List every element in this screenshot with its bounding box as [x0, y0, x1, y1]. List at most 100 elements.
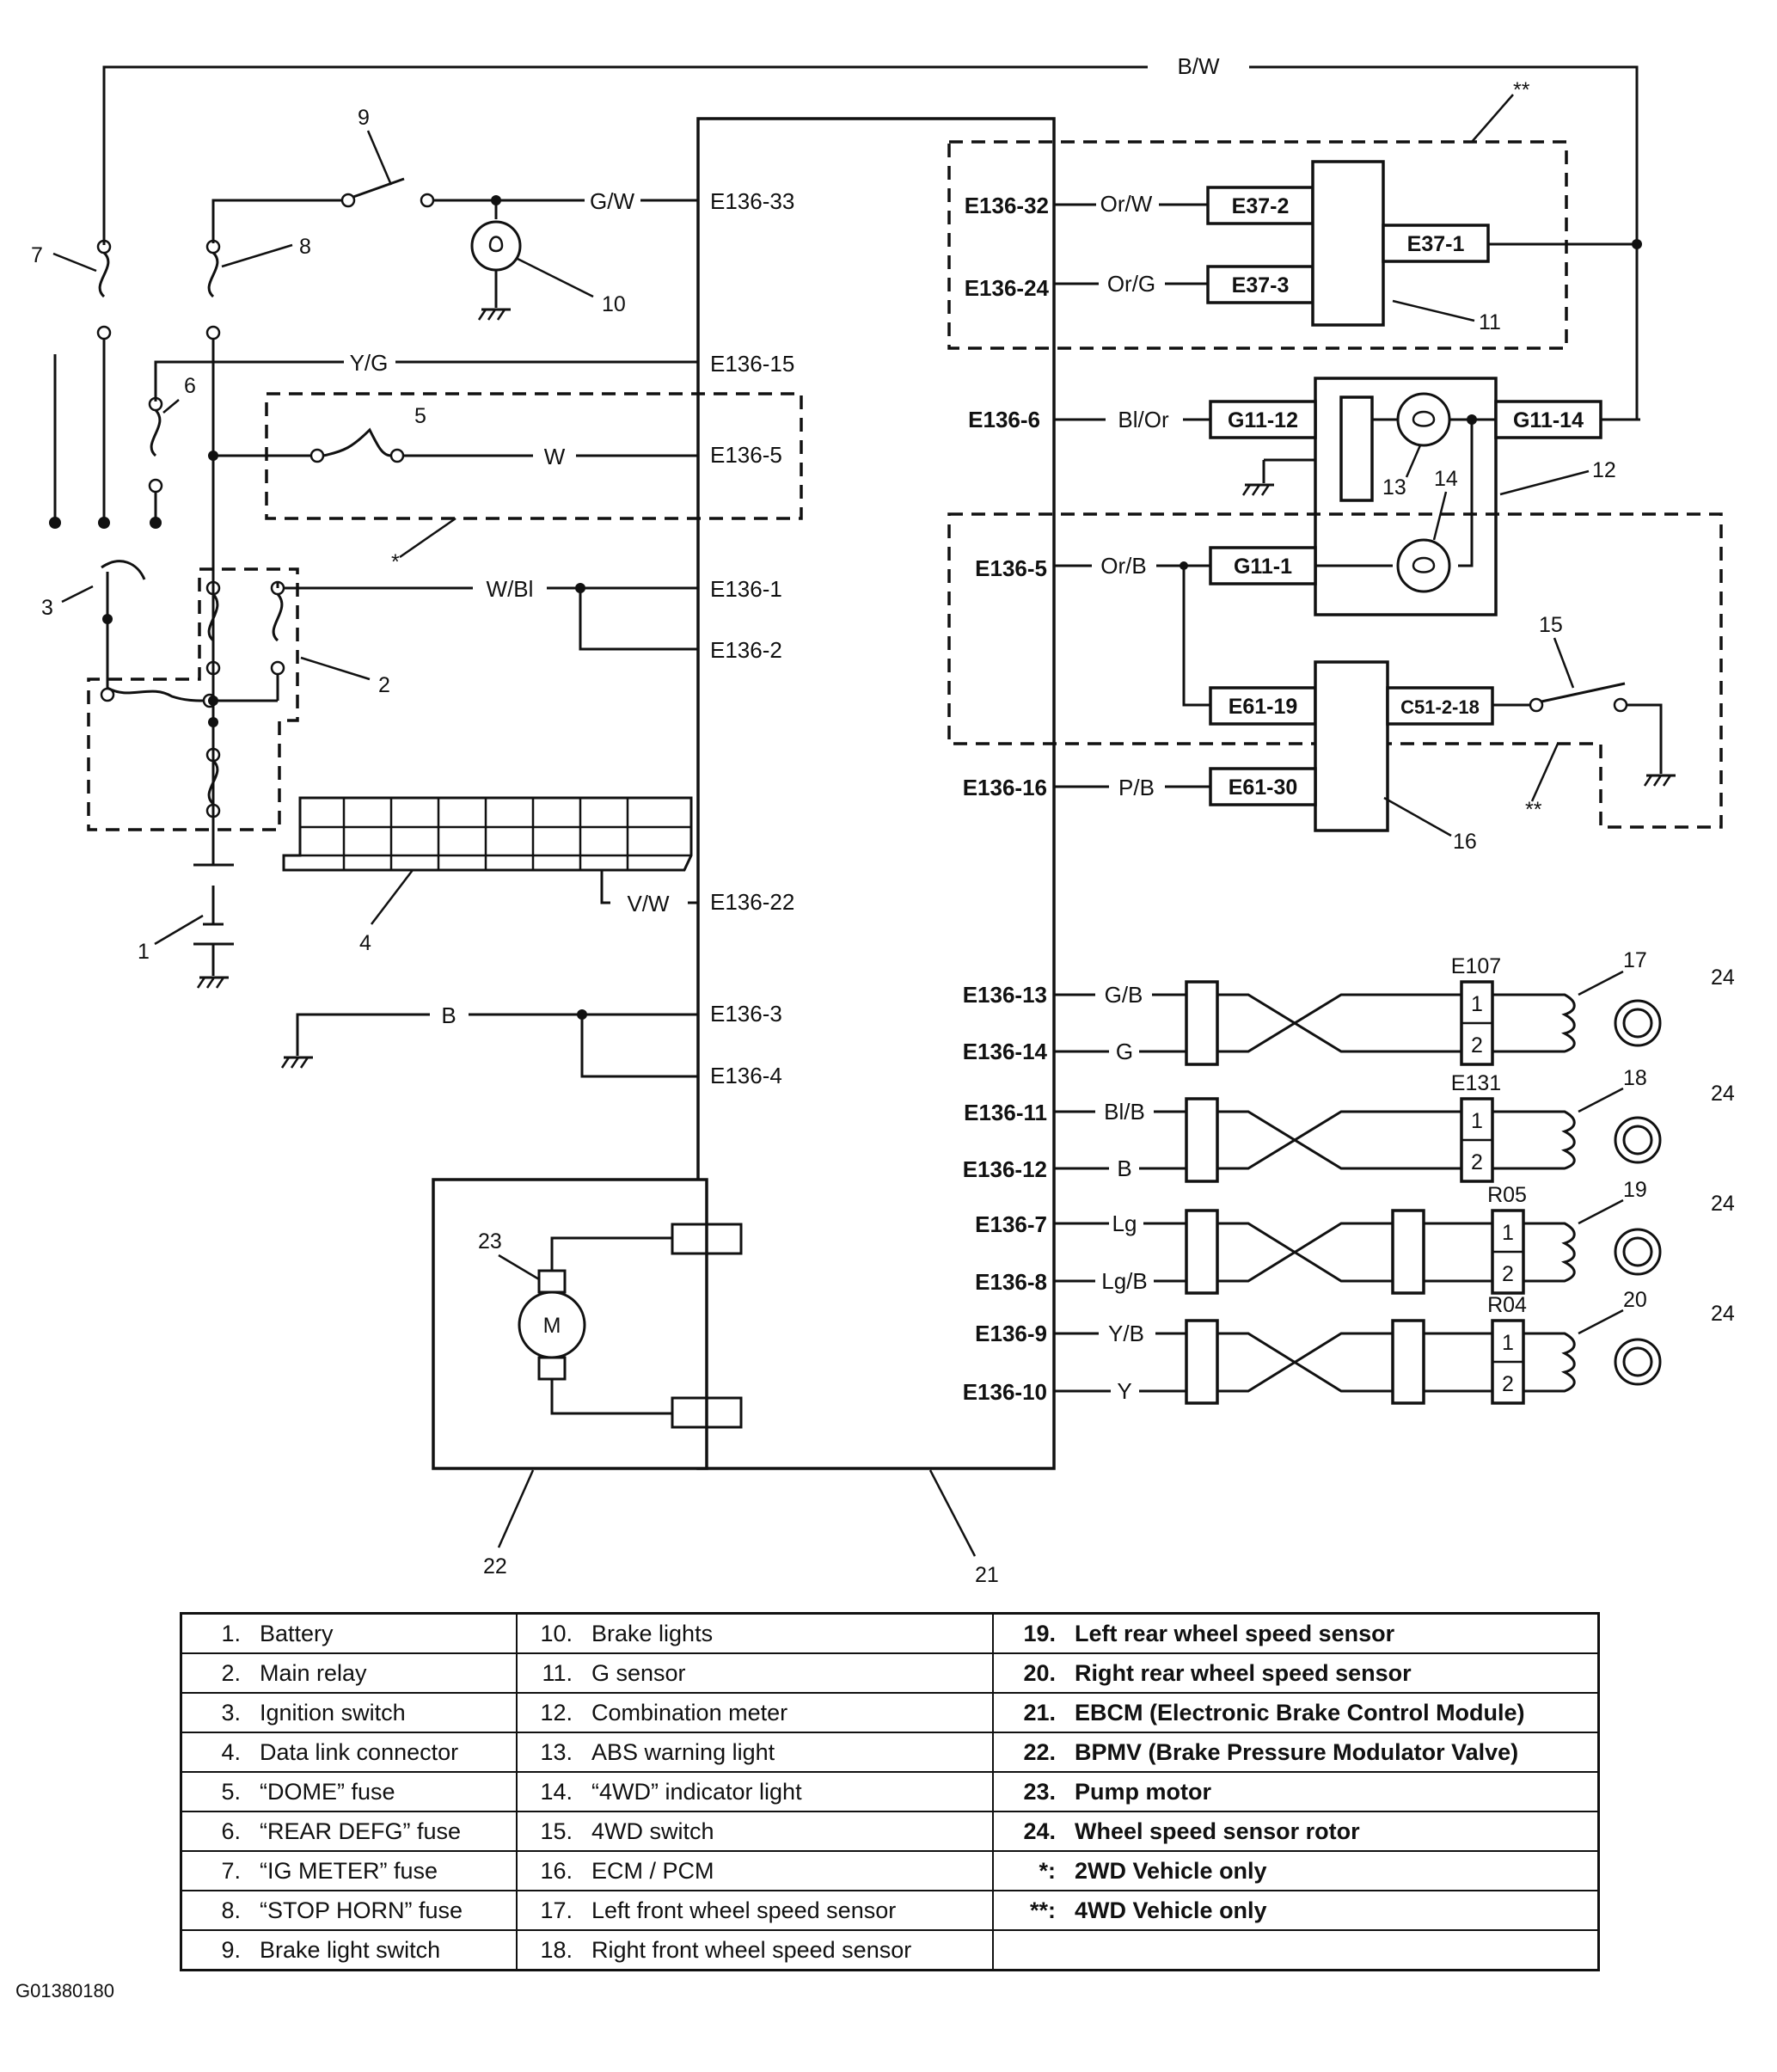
- svg-text:24: 24: [1711, 1082, 1735, 1106]
- legend-cell: 13.ABS warning light: [516, 1732, 994, 1773]
- legend-text: Data link connector: [260, 1738, 459, 1765]
- legend-number: 24.: [1023, 1818, 1056, 1844]
- yb-label: Y/B: [1108, 1321, 1144, 1346]
- legend-text: “STOP HORN” fuse: [260, 1897, 463, 1923]
- svg-text:21: 21: [975, 1563, 999, 1587]
- wheel-sensor-lf: G/B G 1 2 E107: [1054, 954, 1662, 1066]
- w-label: W: [544, 444, 566, 469]
- svg-text:13: 13: [1382, 475, 1406, 500]
- legend-cell: 12.Combination meter: [516, 1692, 994, 1733]
- orb-label: Or/B: [1100, 553, 1146, 579]
- svg-text:3: 3: [41, 596, 53, 620]
- legend-text: Left rear wheel speed sensor: [1075, 1620, 1395, 1646]
- legend-number: 11.: [542, 1659, 573, 1686]
- legend-number: **:: [1029, 1897, 1056, 1923]
- legend-number: 19.: [1023, 1620, 1056, 1646]
- svg-text:10: 10: [602, 292, 626, 316]
- svg-text:**: **: [1525, 798, 1542, 822]
- legend-number: 5.: [221, 1778, 241, 1805]
- legend-cell: **: 4WD Vehicle only: [992, 1890, 1600, 1931]
- svg-text:16: 16: [1453, 830, 1477, 854]
- ebcm-right-pins: E136-32 E136-24 E136-6 E136-5 E136-16 E1…: [963, 193, 1050, 1405]
- combination-meter: Bl/Or G11-12 G11-14: [1054, 377, 1640, 616]
- legend-text: “DOME” fuse: [260, 1778, 395, 1805]
- legend-text: Left front wheel speed sensor: [591, 1897, 897, 1923]
- legend-text: “REAR DEFG” fuse: [260, 1818, 462, 1844]
- svg-text:9: 9: [358, 106, 370, 130]
- fourwd-circuit: Or/B G11-1 E61-19 C51-2-18 P/B E61-30: [947, 512, 1723, 832]
- left-power-circuit: G/W Y/G W: [49, 177, 803, 1078]
- legend-cell: 7.“IG METER” fuse: [180, 1850, 518, 1891]
- legend-text: G sensor: [591, 1659, 686, 1686]
- blor-label: Bl/Or: [1118, 407, 1169, 432]
- svg-text:1: 1: [1471, 1109, 1483, 1133]
- legend-number: 3.: [221, 1699, 241, 1726]
- legend-text: Main relay: [260, 1659, 367, 1686]
- pin-e136-10: E136-10: [963, 1379, 1047, 1405]
- pin-e136-24: E136-24: [965, 275, 1050, 301]
- legend-number: 16.: [540, 1857, 573, 1884]
- legend-cell: 20.Right rear wheel speed sensor: [992, 1652, 1600, 1694]
- legend-cell: 19. Left rear wheel speed sensor: [992, 1612, 1600, 1654]
- legend-text: 4WD Vehicle only: [1075, 1897, 1267, 1923]
- svg-text:*: *: [391, 550, 400, 574]
- legend-cell: 24.Wheel speed sensor rotor: [992, 1811, 1600, 1852]
- svg-text:1: 1: [138, 940, 150, 964]
- legend-text: Brake lights: [591, 1620, 714, 1646]
- svg-text:24: 24: [1711, 1192, 1735, 1216]
- motor-label: M: [543, 1314, 561, 1338]
- lg-label: Lg: [1112, 1211, 1137, 1236]
- conn-e61-30: E61-30: [1229, 775, 1298, 800]
- legend-cell: 14.“4WD” indicator light: [516, 1771, 994, 1812]
- g-sensor-circuit: Or/W E37-2 Or/G E37-3 E37-1: [947, 140, 1642, 350]
- pump-motor: M: [518, 1223, 743, 1429]
- legend-number: 20.: [1023, 1659, 1056, 1686]
- legend-number: 15.: [540, 1818, 573, 1844]
- legend-text: Battery: [260, 1620, 334, 1646]
- wheel-sensor-rr: Y/B Y 1 2 R04: [1054, 1293, 1662, 1405]
- ebcm-left-pins: E136-33 E136-15 E136-5 E136-1 E136-2 E13…: [710, 188, 794, 1088]
- pin-e136-13: E136-13: [963, 982, 1047, 1008]
- legend-cell: [992, 1929, 1600, 1971]
- legend-number: 18.: [540, 1936, 573, 1963]
- legend-text: “4WD” indicator light: [591, 1778, 802, 1805]
- g-label: G: [1116, 1039, 1133, 1064]
- svg-text:12: 12: [1592, 458, 1616, 482]
- legend-cell: 15.4WD switch: [516, 1811, 994, 1852]
- ebcm-box: [696, 117, 1056, 1470]
- legend-text: Brake light switch: [260, 1936, 441, 1963]
- lgb-label: Lg/B: [1101, 1268, 1148, 1294]
- pin-e136-22: E136-22: [710, 889, 794, 915]
- pin-e136-5-right: E136-5: [975, 555, 1047, 581]
- b2-label: B: [1117, 1156, 1131, 1181]
- legend-text: BPMV (Brake Pressure Modulator Valve): [1075, 1738, 1519, 1765]
- legend-cell: 23.Pump motor: [992, 1771, 1600, 1812]
- legend-cell: *:2WD Vehicle only: [992, 1850, 1600, 1891]
- svg-text:5: 5: [414, 404, 426, 428]
- callouts: 1 2 3 4 5 6 7 8 9 10 11 12 13 14 15 16 1…: [31, 78, 1735, 1587]
- legend-cell: 1.Battery: [180, 1612, 518, 1654]
- legend-cell: 21.EBCM (Electronic Brake Control Module…: [992, 1692, 1600, 1733]
- legend-text: Right front wheel speed sensor: [591, 1936, 912, 1963]
- svg-text:24: 24: [1711, 1302, 1735, 1326]
- wbl-label: W/Bl: [487, 576, 534, 602]
- conn-g11-14: G11-14: [1513, 408, 1584, 432]
- pin-e136-5-left: E136-5: [710, 442, 782, 468]
- pin-e136-12: E136-12: [963, 1156, 1047, 1182]
- legend-number: 23.: [1023, 1778, 1056, 1805]
- conn-e37-3: E37-3: [1232, 273, 1290, 297]
- conn-e37-2: E37-2: [1232, 194, 1290, 218]
- legend-cell: 22.BPMV (Brake Pressure Modulator Valve): [992, 1732, 1600, 1773]
- conn-g11-12: G11-12: [1228, 408, 1298, 432]
- pin-e136-15: E136-15: [710, 351, 794, 377]
- pin-e136-7: E136-7: [975, 1211, 1047, 1237]
- svg-text:20: 20: [1623, 1288, 1647, 1312]
- pin-e136-8: E136-8: [975, 1269, 1047, 1295]
- pb-label: P/B: [1118, 775, 1155, 800]
- svg-text:1: 1: [1502, 1221, 1514, 1245]
